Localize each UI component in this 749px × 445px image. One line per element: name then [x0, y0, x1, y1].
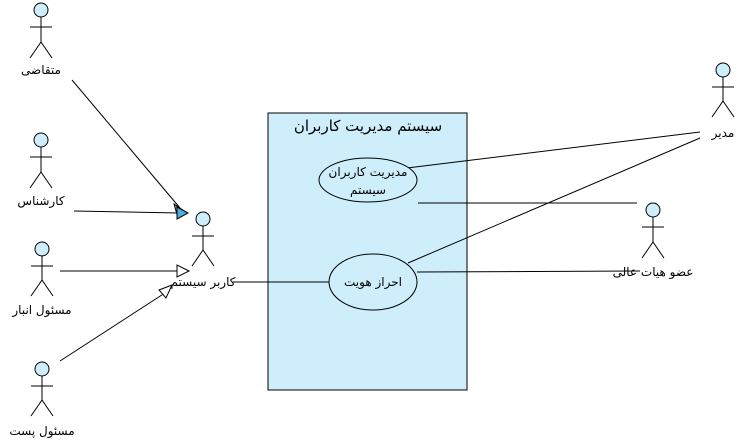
actor-label: متقاضی [21, 63, 61, 77]
associations [59, 79, 701, 362]
association-manager-to-user-management [406, 131, 701, 169]
actor-post-manager: مسئول پست [9, 361, 75, 439]
actor-label: کارشناس [17, 194, 64, 209]
actor-icon [195, 211, 211, 227]
use-case-ellipse [318, 157, 418, 203]
actor-icon [34, 241, 50, 257]
actor-system-user: کاربر سیستم [171, 211, 236, 290]
use-case-label: احراز هویت [344, 275, 402, 290]
use-case-label-line1: مدیریت کاربران [329, 165, 408, 180]
actor-label: مسئول انبار [11, 303, 71, 318]
system-boundary-box [267, 112, 468, 391]
actor-board-member: عضو هیات عالی [613, 202, 694, 280]
hollow-arrowhead-icon [158, 284, 173, 299]
actor-icon [33, 2, 49, 18]
hollow-arrowhead-icon [176, 264, 191, 278]
use-case-ellipse [328, 253, 418, 311]
actor-label: عضو هیات عالی [613, 265, 694, 280]
system-boundary: سیستم مدیریت کاربران [267, 112, 468, 391]
system-title: سیستم مدیریت کاربران [294, 117, 442, 135]
generalization-arrowheads [158, 202, 191, 299]
actor-expert: کارشناس [17, 132, 65, 209]
association-post-to-system-user [59, 290, 169, 362]
actor-icon [34, 361, 50, 377]
association-expert-to-system-user [73, 210, 180, 214]
use-case-authentication: احراز هویت [328, 253, 418, 311]
actor-manager: مدیر [711, 62, 735, 141]
association-applicant-to-system-user [71, 79, 181, 209]
actor-icon [33, 132, 49, 148]
association-manager-to-authentication [407, 137, 701, 264]
actor-icon [715, 62, 731, 78]
use-case-user-management: مدیریت کاربران سیستم [318, 157, 418, 203]
association-board-member-to-authentication [416, 270, 641, 273]
actor-warehouse-manager: مسئول انبار [11, 241, 72, 318]
actor-icon [645, 202, 661, 218]
actor-label: کاربر سیستم [171, 275, 236, 290]
filled-arrowhead-icon [176, 206, 190, 220]
use-case-label-line2: سیستم [350, 183, 386, 197]
actor-applicant: متقاضی [21, 2, 61, 77]
actor-label: مدیر [711, 126, 735, 141]
actor-label: مسئول پست [9, 424, 74, 439]
